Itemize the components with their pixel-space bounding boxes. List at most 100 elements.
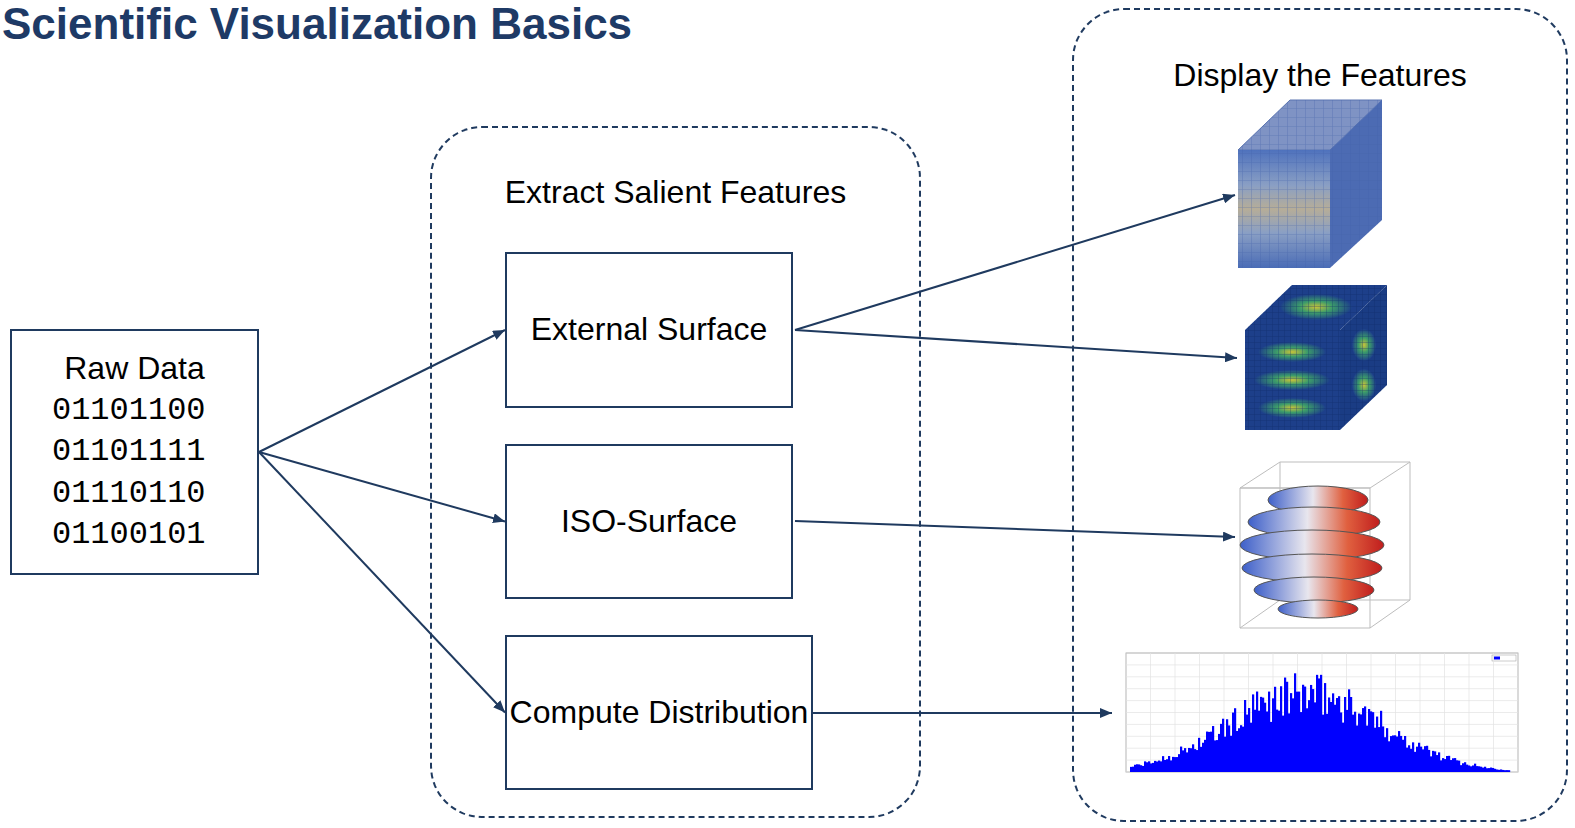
histogram-bar: [1256, 692, 1258, 772]
histogram-bar: [1200, 747, 1202, 772]
histogram-bar: [1332, 693, 1334, 772]
histogram-bar: [1302, 685, 1304, 772]
histogram-bar: [1178, 754, 1180, 772]
histogram-bar: [1364, 706, 1366, 772]
histogram-bar: [1202, 743, 1204, 772]
histogram-bar: [1446, 756, 1448, 772]
histogram-bar: [1296, 692, 1298, 772]
histogram-bar: [1374, 728, 1376, 772]
histogram-bar: [1472, 765, 1474, 772]
histogram-bar: [1230, 736, 1232, 772]
histogram-bar: [1428, 750, 1430, 772]
histogram-bar: [1142, 766, 1144, 772]
histogram-bar: [1244, 700, 1246, 772]
data-box: Raw Data01101100 01101111 01110110 01100…: [10, 329, 259, 575]
histogram-bar: [1458, 761, 1460, 772]
histogram-grid: [1126, 653, 1518, 772]
histogram-bar: [1300, 712, 1302, 772]
histogram-bar: [1204, 740, 1206, 772]
node-label: External Surface: [531, 309, 768, 351]
histogram-bar: [1212, 726, 1214, 772]
histogram-bar: [1238, 728, 1240, 772]
histogram-bar: [1304, 687, 1306, 772]
histogram-bar: [1394, 735, 1396, 772]
histogram-bar: [1346, 710, 1348, 772]
histogram-bars: [1130, 673, 1510, 772]
node-label: ISO-Surface: [561, 501, 737, 543]
histogram-bar: [1354, 712, 1356, 772]
title: Scientific Visualization Basics: [2, 2, 632, 46]
flow-arrow: [259, 452, 505, 713]
histogram-bar: [1290, 693, 1292, 772]
output-group: Display the Features: [1072, 8, 1568, 822]
histogram-bar: [1388, 741, 1390, 772]
histogram-bar: [1444, 759, 1446, 772]
histogram-bar: [1392, 735, 1394, 772]
histogram-bar: [1138, 764, 1140, 772]
histogram-bar: [1476, 766, 1478, 772]
histogram-bar: [1282, 716, 1284, 772]
iso-surface: [1240, 462, 1410, 628]
histogram-bar: [1272, 698, 1274, 772]
histogram-bar: [1384, 737, 1386, 772]
grid-line: [1126, 664, 1518, 665]
histogram-bar: [1136, 764, 1138, 772]
histogram-bar: [1450, 760, 1452, 772]
histogram-bar: [1158, 761, 1160, 772]
histogram-bar: [1220, 724, 1222, 772]
histogram-bar: [1422, 749, 1424, 772]
iso-bands: [1240, 486, 1384, 618]
histogram-bar: [1390, 736, 1392, 772]
node-body: 01101100 01101111 01110110 01100101: [52, 390, 217, 556]
histogram-bar: [1452, 758, 1454, 772]
histogram-bar: [1420, 747, 1422, 772]
histogram-bar: [1232, 713, 1234, 772]
surface-cube: [1238, 100, 1382, 268]
histogram-bar: [1338, 696, 1340, 772]
histogram-bar: [1464, 762, 1466, 772]
histogram-bar: [1484, 767, 1486, 772]
grid-line: [1371, 653, 1372, 772]
histogram-frame: [1126, 653, 1518, 772]
histogram-bar: [1250, 723, 1252, 772]
histogram-bar: [1478, 766, 1480, 772]
histogram-bar: [1442, 758, 1444, 772]
histogram-bar: [1216, 740, 1218, 772]
histogram-bar: [1490, 768, 1492, 772]
histogram-bar: [1186, 752, 1188, 772]
histogram-bar: [1222, 719, 1224, 772]
histogram-bar: [1480, 767, 1482, 772]
histogram-bar: [1326, 714, 1328, 772]
histogram-bar: [1240, 725, 1242, 772]
histogram-bar: [1294, 673, 1296, 772]
histogram-bar: [1320, 675, 1322, 772]
histogram-bar: [1376, 717, 1378, 772]
histogram-bar: [1182, 750, 1184, 772]
histogram-bar: [1434, 751, 1436, 772]
histogram-bar: [1414, 752, 1416, 772]
histogram-bar: [1462, 763, 1464, 772]
node-label: Compute Distribution: [510, 692, 809, 734]
histogram-bar: [1132, 767, 1134, 772]
histogram-bar: [1242, 727, 1244, 772]
histogram-bar: [1328, 697, 1330, 772]
histogram-bar: [1264, 703, 1266, 772]
histogram-bar: [1488, 768, 1490, 772]
histogram-bar: [1130, 767, 1132, 772]
histogram-bar: [1412, 742, 1414, 772]
histogram-bar: [1152, 763, 1154, 772]
histogram-bar: [1466, 765, 1468, 772]
histogram-bar: [1284, 678, 1286, 772]
histogram-bar: [1378, 727, 1380, 772]
histogram-bar: [1506, 770, 1508, 772]
histogram-bar: [1508, 770, 1510, 772]
histogram-bar: [1168, 756, 1170, 772]
histogram-bar: [1336, 698, 1338, 772]
histogram-bar: [1382, 726, 1384, 772]
histogram-bar: [1146, 762, 1148, 772]
histogram-bar: [1280, 686, 1282, 772]
histogram-bar: [1246, 715, 1248, 772]
histogram-bar: [1228, 725, 1230, 772]
histogram-bar: [1468, 765, 1470, 772]
process-box: Compute Distribution: [505, 635, 813, 790]
